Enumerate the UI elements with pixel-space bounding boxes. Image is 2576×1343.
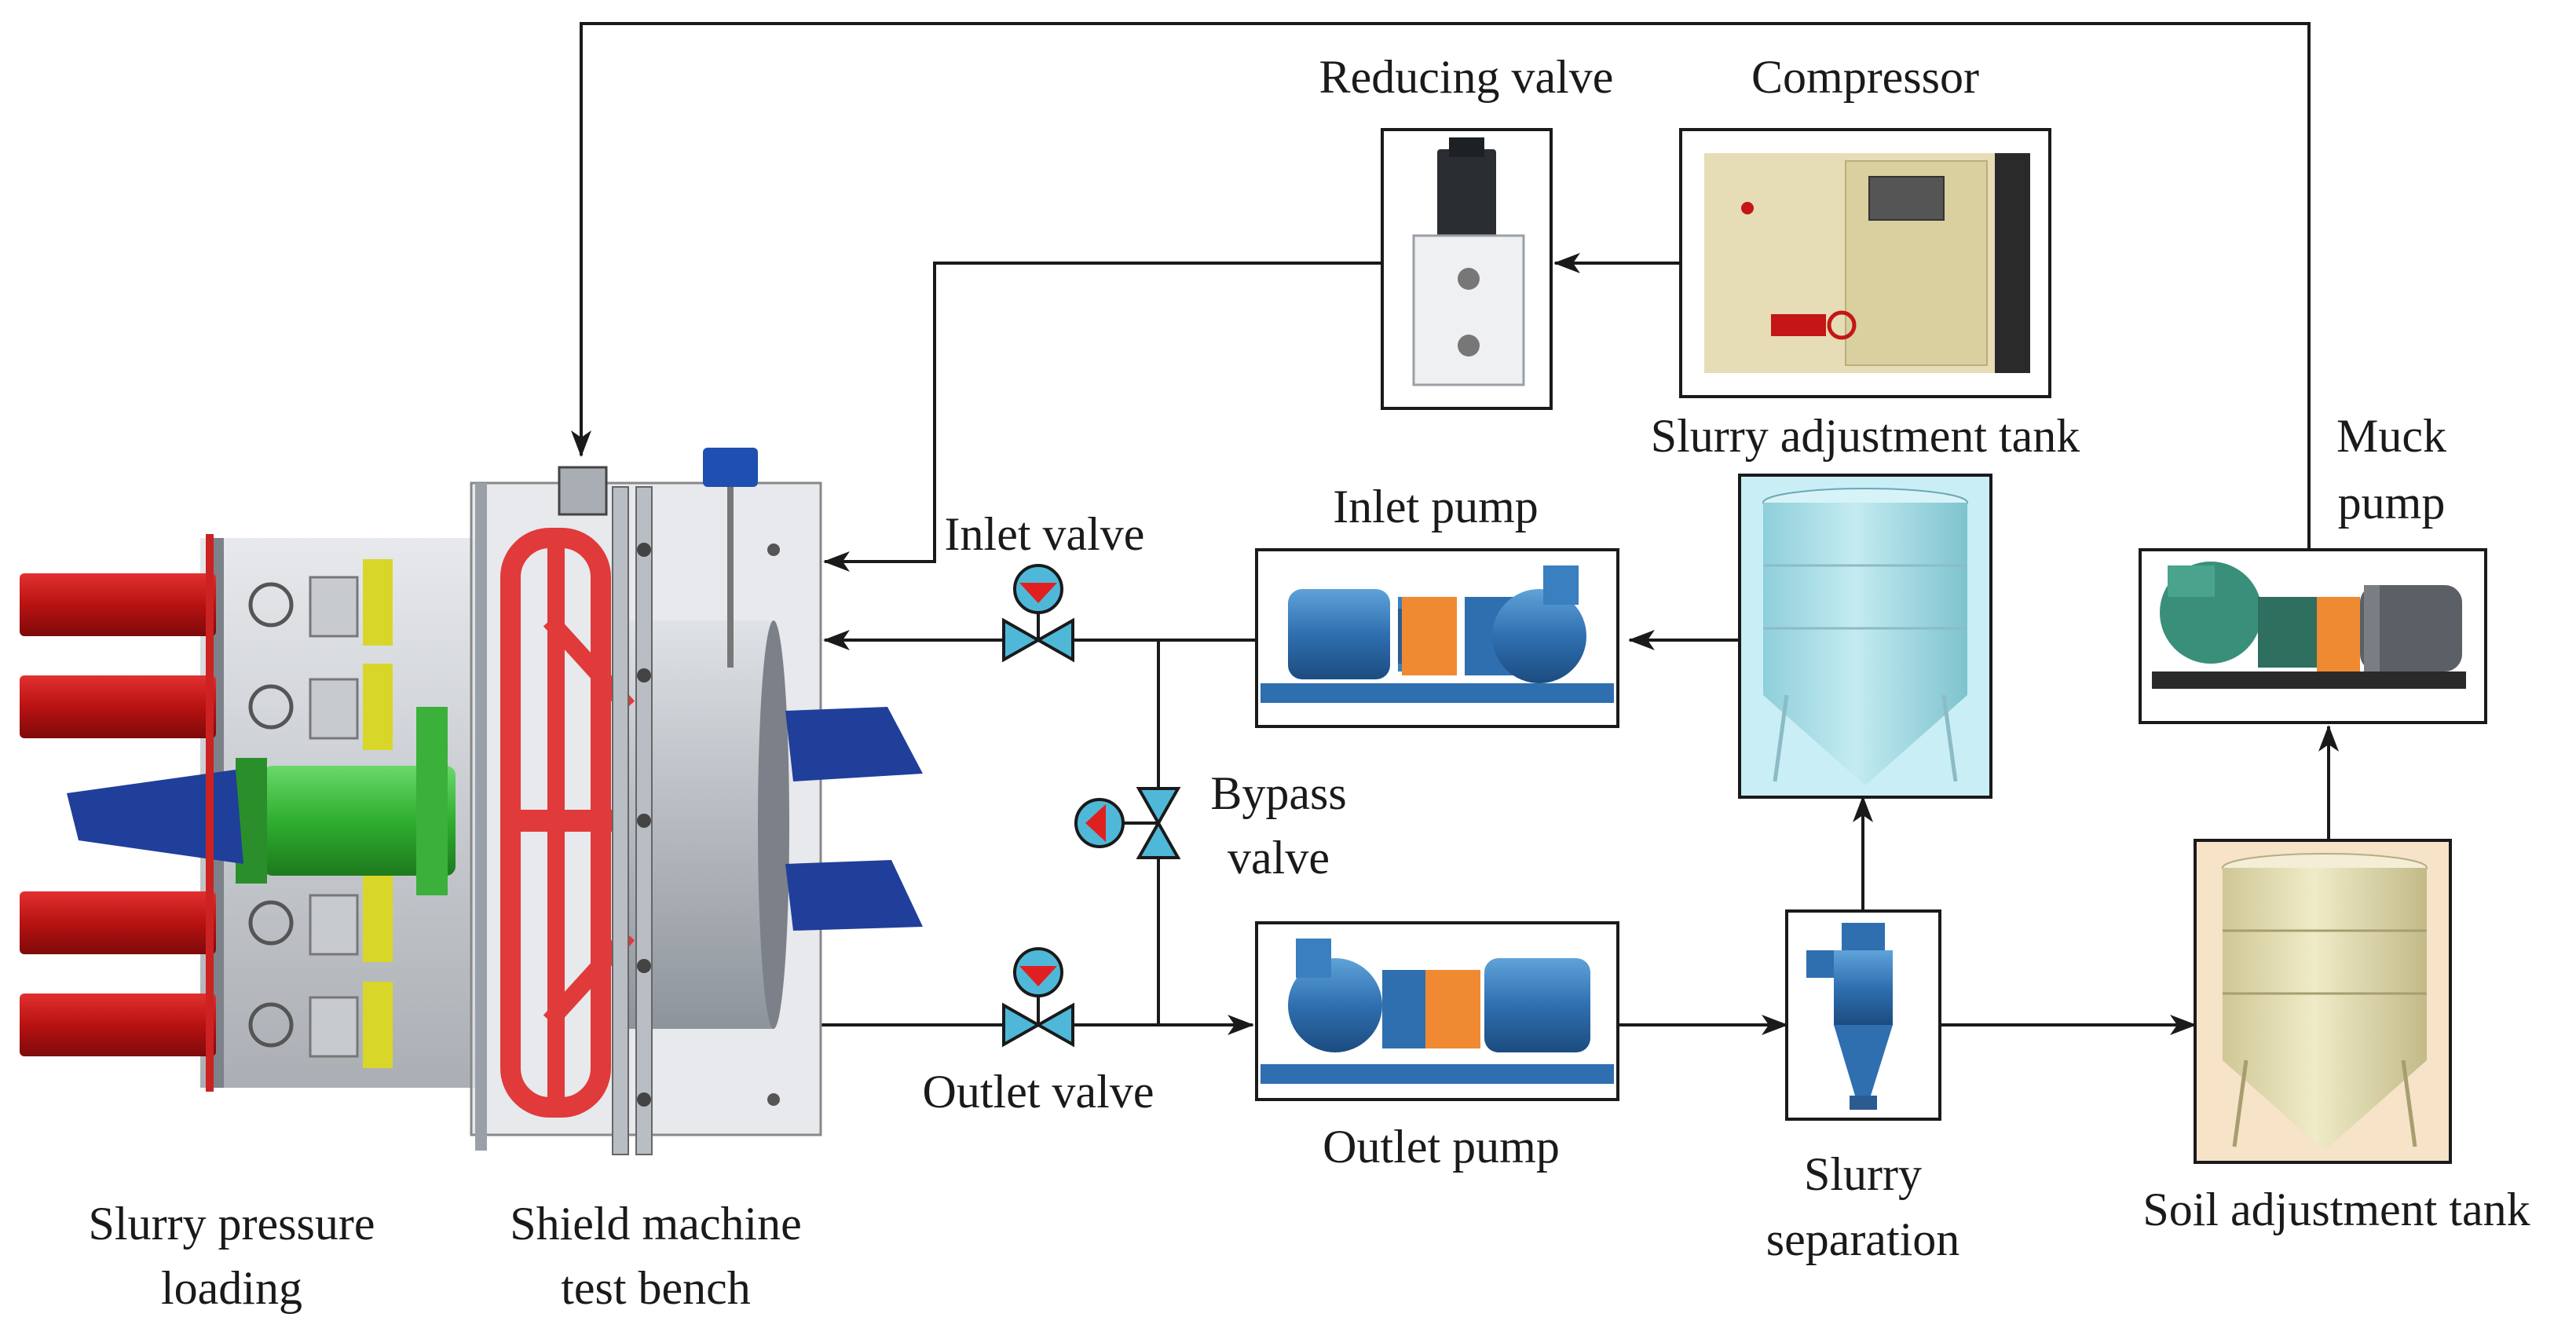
shield-machine-test-bench-icon xyxy=(470,448,923,1155)
label-outlet-pump: Outlet pump xyxy=(1323,1121,1560,1173)
label-inlet-valve: Inlet valve xyxy=(945,508,1145,560)
inlet-valve-icon xyxy=(1002,564,1074,663)
label-muck-pump-1: Muck xyxy=(2336,410,2446,462)
outlet-valve-icon xyxy=(1002,947,1074,1048)
label-reducing-valve: Reducing valve xyxy=(1319,51,1614,103)
label-slurry-adjustment-tank: Slurry adjustment tank xyxy=(1651,410,2080,462)
label-bypass-valve-2: valve xyxy=(1228,832,1330,884)
outlet-pump-icon xyxy=(1255,921,1619,1101)
label-inlet-pump: Inlet pump xyxy=(1333,481,1539,532)
label-slurry-pressure-loading-1: Slurry pressure xyxy=(89,1198,375,1250)
label-soil-adjustment-tank: Soil adjustment tank xyxy=(2142,1184,2530,1235)
label-muck-pump-2: pump xyxy=(2338,477,2446,529)
label-slurry-separation-1: Slurry xyxy=(1804,1148,1922,1200)
label-shield-machine-1: Shield machine xyxy=(510,1198,802,1250)
slurry-adjustment-tank-icon xyxy=(1738,474,1992,799)
soil-adjustment-tank-icon xyxy=(2194,839,2452,1164)
slurry-pressure-loading-icon xyxy=(20,534,479,1092)
label-outlet-valve: Outlet valve xyxy=(923,1066,1154,1118)
muck-return-line xyxy=(571,22,2311,550)
label-slurry-pressure-loading-2: loading xyxy=(161,1262,302,1314)
compressor-icon xyxy=(1679,128,2051,398)
label-bypass-valve-1: Bypass xyxy=(1210,767,1346,819)
bypass-valve-icon xyxy=(1074,787,1181,859)
label-shield-machine-2: test bench xyxy=(561,1262,751,1314)
label-compressor: Compressor xyxy=(1751,51,1979,103)
labels: Reducing valve Compressor Slurry adjustm… xyxy=(89,51,2530,1314)
air-line-valve-to-bench xyxy=(823,262,1382,572)
reducing-valve-icon xyxy=(1381,128,1553,410)
label-slurry-separation-2: separation xyxy=(1766,1213,1960,1265)
inlet-pump-icon xyxy=(1255,548,1619,728)
hydrocyclone-icon xyxy=(1785,909,1941,1121)
muck-pump-icon xyxy=(2139,548,2487,724)
